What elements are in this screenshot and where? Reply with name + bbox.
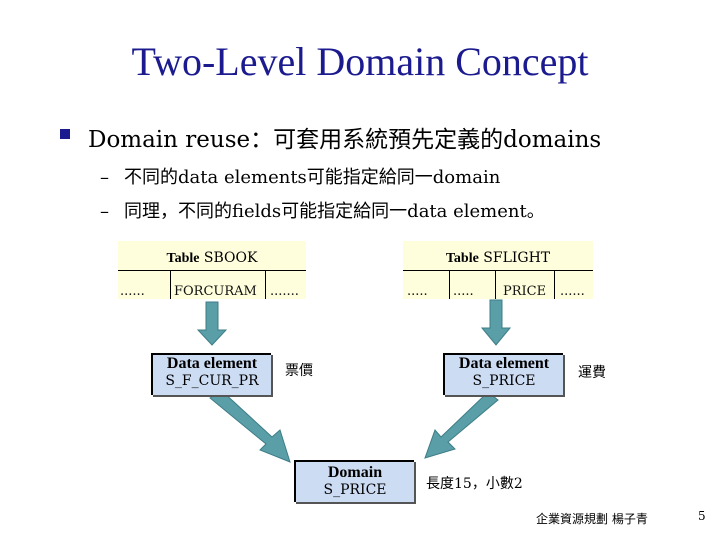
page-number: 5 [698, 509, 706, 523]
domain-name: S_PRICE [323, 482, 387, 498]
table-sflight-col-line [449, 270, 450, 299]
data-element-right-name: S_PRICE [472, 373, 536, 389]
table-sbook-dots-right: ....... [270, 284, 299, 299]
sub-bullet-1: –不同的data elements可能指定給同一domain [100, 163, 500, 189]
diagonal-arrow-right-icon [424, 391, 499, 459]
data-element-left-title: Data element [166, 355, 258, 372]
table-sbook-col-line [170, 270, 171, 299]
domain-note: 長度15，小數2 [426, 476, 523, 492]
table-sbook-col-line [265, 270, 266, 299]
data-element-right-title: Data element [458, 355, 550, 372]
data-element-right-note: 運費 [578, 365, 606, 381]
data-element-right: Data element S_PRICE [443, 353, 563, 395]
table-sflight-dots-mid: ..... [453, 284, 474, 299]
table-sflight-header: Table SFLIGHT [403, 250, 593, 267]
dash-icon: – [100, 201, 109, 222]
table-sflight-dots-right: ...... [560, 284, 585, 299]
table-sflight-name: SFLIGHT [483, 250, 551, 266]
table-sflight-field: PRICE [503, 284, 547, 299]
sub-bullet-2: –同理，不同的fields可能指定給同一data element。 [100, 197, 545, 223]
table-sbook-label: Table [166, 251, 200, 266]
slide-title: Two-Level Domain Concept [131, 39, 589, 84]
table-sbook-divider [118, 270, 306, 271]
domain-title: Domain [327, 464, 383, 481]
data-element-left-note: 票價 [285, 363, 313, 379]
table-sflight-dots-left: ..... [407, 284, 428, 299]
bullet-text: Domain reuse：可套用系統預先定義的domains [88, 127, 602, 153]
table-sflight-col-line [495, 270, 496, 299]
table-sflight-divider [403, 270, 593, 271]
diagonal-arrow-left-icon [209, 390, 291, 463]
down-arrow-left-icon [196, 301, 228, 346]
table-sbook-dots-left: ...... [120, 284, 145, 299]
data-element-left: Data element S_F_CUR_PR [151, 353, 271, 395]
table-sbook-field: FORCURAM [174, 284, 257, 299]
down-arrow-right-icon [480, 299, 512, 346]
sub-bullet-1-text: 不同的data elements可能指定給同一domain [124, 167, 501, 188]
footer-author: 企業資源規劃 楊子青 [536, 512, 648, 526]
domain-box: Domain S_PRICE [294, 460, 414, 502]
bullet-square-icon [60, 129, 70, 139]
table-sflight-label: Table [445, 251, 479, 266]
table-sflight-col-line [554, 270, 555, 299]
sub-bullet-2-text: 同理，不同的fields可能指定給同一data element。 [124, 201, 545, 222]
table-sbook-header: Table SBOOK [118, 250, 306, 267]
table-sbook-name: SBOOK [203, 250, 258, 266]
data-element-left-name: S_F_CUR_PR [165, 373, 259, 389]
dash-icon: – [100, 167, 109, 188]
